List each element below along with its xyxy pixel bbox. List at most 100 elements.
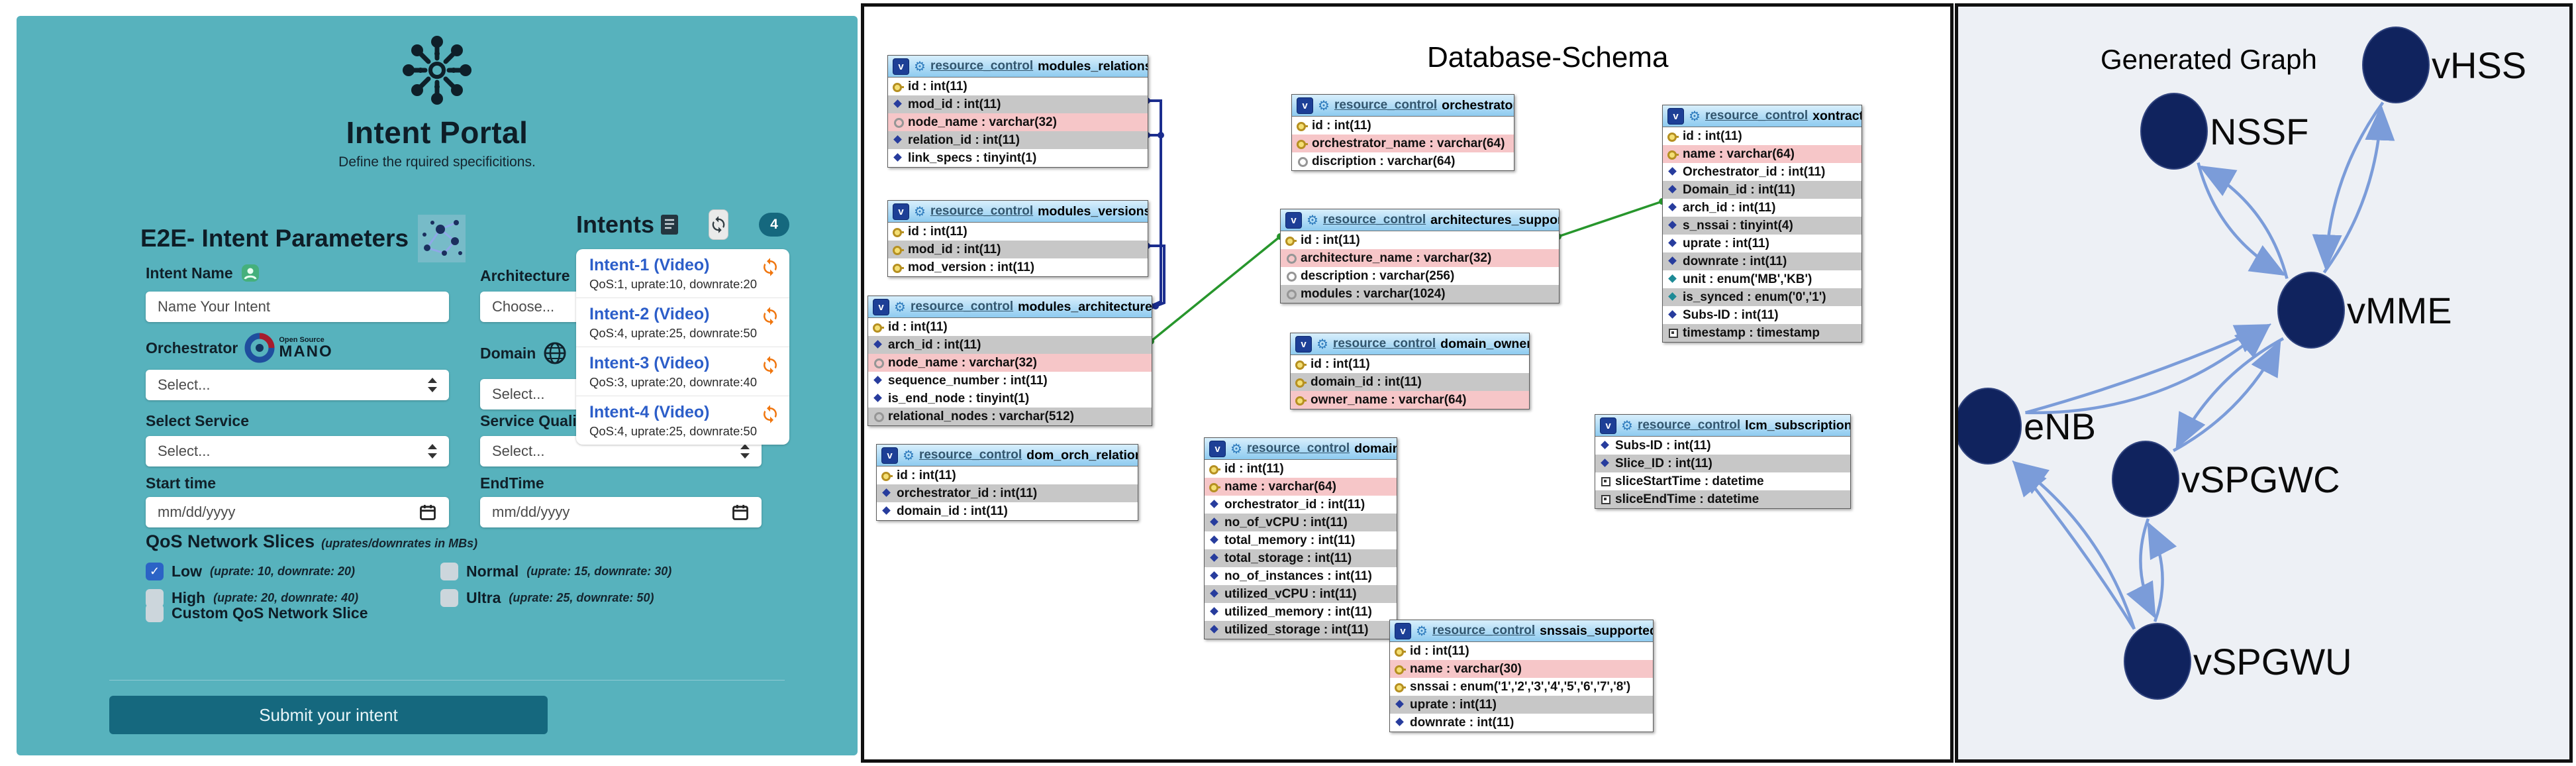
db-column-row: no_of_instances : int(11) [1205, 567, 1397, 585]
intent-refresh-icon[interactable] [760, 306, 780, 329]
plain-icon [873, 411, 884, 422]
intent-item[interactable]: Intent-4 (Video)QoS:4, uprate:25, downra… [576, 396, 789, 445]
db-column-row: s_nssai : tinyint(4) [1663, 217, 1861, 235]
table-view-icon: v [1209, 440, 1226, 457]
submit-intent-button[interactable]: Submit your intent [109, 696, 548, 734]
table-name: modules_architecture [1018, 299, 1152, 314]
db-column-def: mod_id : int(11) [908, 97, 1001, 111]
intent-item-link[interactable]: Intent-4 (Video) [589, 403, 710, 421]
db-table-header[interactable]: v⚙resource_controlarchitectures_supporte… [1281, 209, 1559, 231]
graph-node-vMME[interactable] [2277, 272, 2345, 349]
db-table-architectures_supported[interactable]: v⚙resource_controlarchitectures_supporte… [1280, 209, 1560, 303]
db-column-def: id : int(11) [1224, 461, 1284, 476]
schema-name: resource_control [1432, 624, 1536, 637]
qos-option-low[interactable]: ✓Low(uprate: 10, downrate: 20) [146, 558, 440, 584]
schema-name: resource_control [1705, 109, 1808, 123]
table-name: lcm_subscription [1745, 417, 1850, 433]
intent-refresh-icon[interactable] [760, 257, 780, 280]
intent-portal-panel: Intent Portal Define the rquired specifi… [17, 16, 858, 755]
intent-item-details: QoS:1, uprate:10, downrate:20 [589, 277, 758, 291]
db-column-row: total_storage : int(11) [1205, 549, 1397, 567]
intent-refresh-icon[interactable] [760, 355, 780, 378]
qos-checkbox[interactable] [440, 588, 458, 607]
db-column-def: sequence_number : int(11) [888, 373, 1048, 388]
db-column-def: timestamp : timestamp [1683, 325, 1820, 340]
fk-icon [1667, 238, 1679, 249]
intents-refresh-button[interactable] [709, 209, 729, 240]
table-view-icon: v [1600, 417, 1616, 434]
db-column-row: mod_version : int(11) [888, 258, 1148, 276]
qos-checkbox[interactable] [440, 562, 458, 580]
intent-refresh-icon[interactable] [760, 404, 780, 427]
graph-node-eNB[interactable] [1958, 388, 2022, 465]
intent-item-link[interactable]: Intent-2 (Video) [589, 305, 710, 323]
qos-option-high[interactable]: High(uprate: 20, downrate: 40) [146, 584, 440, 611]
graph-node-vSPGWU[interactable] [2124, 623, 2191, 700]
schema-relation-lines [1144, 97, 1665, 345]
qos-section-title: QoS Network Slices (uprates/downrates in… [146, 531, 478, 551]
db-column-def: owner_name : varchar(64) [1311, 392, 1467, 407]
orchestrator-select[interactable]: Select... [146, 370, 449, 400]
db-column-row: timestamp : timestamp [1663, 324, 1861, 342]
intent-name-input[interactable]: Name Your Intent [146, 292, 449, 322]
select-service-select[interactable]: Select... [146, 436, 449, 466]
fk-icon [1667, 256, 1679, 267]
gear-icon: ⚙ [1316, 337, 1328, 352]
graph-node-NSSF[interactable] [2140, 93, 2208, 170]
intent-item[interactable]: Intent-1 (Video) QoS:1, uprate:10, downra… [576, 249, 789, 298]
table-name: snssais_supported [1540, 623, 1653, 638]
end-time-input[interactable]: mm/dd/yyyy [480, 497, 762, 527]
db-column-row: mod_id : int(11) [888, 95, 1148, 113]
qos-checkbox[interactable] [146, 588, 164, 607]
plain-icon [873, 357, 884, 368]
datetime-icon [1667, 327, 1679, 339]
graph-node-vHSS[interactable] [2362, 27, 2430, 103]
qos-custom-option[interactable]: Custom QoS Network Slice [146, 604, 368, 622]
qos-option-normal[interactable]: Normal(uprate: 15, downrate: 30) [440, 558, 738, 584]
qos-option-detail: (uprate: 10, downrate: 20) [210, 564, 356, 578]
qos-checkbox[interactable]: ✓ [146, 562, 164, 580]
calendar-icon[interactable] [419, 503, 437, 521]
intent-item-link[interactable]: Intent-3 (Video) [589, 354, 710, 372]
custom-qos-label: Custom QoS Network Slice [172, 604, 368, 622]
page-title: Intent Portal [346, 115, 528, 150]
qos-option-label: Ultra [466, 588, 501, 606]
intent-item[interactable]: Intent-2 (Video)QoS:4, uprate:25, downra… [576, 298, 789, 347]
intent-item[interactable]: Intent-3 (Video)QoS:3, uprate:20, downra… [576, 347, 789, 396]
fk-icon [1209, 571, 1220, 582]
db-column-def: name : varchar(64) [1683, 146, 1795, 161]
db-table-header[interactable]: v⚙resource_controlxontracts [1663, 105, 1861, 127]
db-column-row: name : varchar(64) [1663, 145, 1861, 163]
qos-option-ultra[interactable]: Ultra(uprate: 25, downrate: 50) [440, 584, 738, 611]
gear-icon: ⚙ [1416, 624, 1428, 639]
db-column-row: modules : varchar(1024) [1281, 285, 1559, 303]
graph-node-vSPGWC[interactable] [2112, 441, 2179, 518]
intent-item-link[interactable]: Intent-1 (Video) [589, 256, 710, 274]
graph-edge-vMME-NSSF [2199, 165, 2289, 279]
intents-list-icon [661, 215, 679, 235]
custom-qos-checkbox[interactable] [146, 604, 164, 622]
start-time-input[interactable]: mm/dd/yyyy [146, 497, 449, 527]
db-column-row: id : int(11) [1292, 117, 1514, 135]
calendar-icon[interactable] [731, 503, 750, 521]
db-table-xontracts[interactable]: v⚙resource_controlxontractsid : int(11)n… [1662, 105, 1862, 343]
domain-select-value: Select... [492, 386, 545, 402]
